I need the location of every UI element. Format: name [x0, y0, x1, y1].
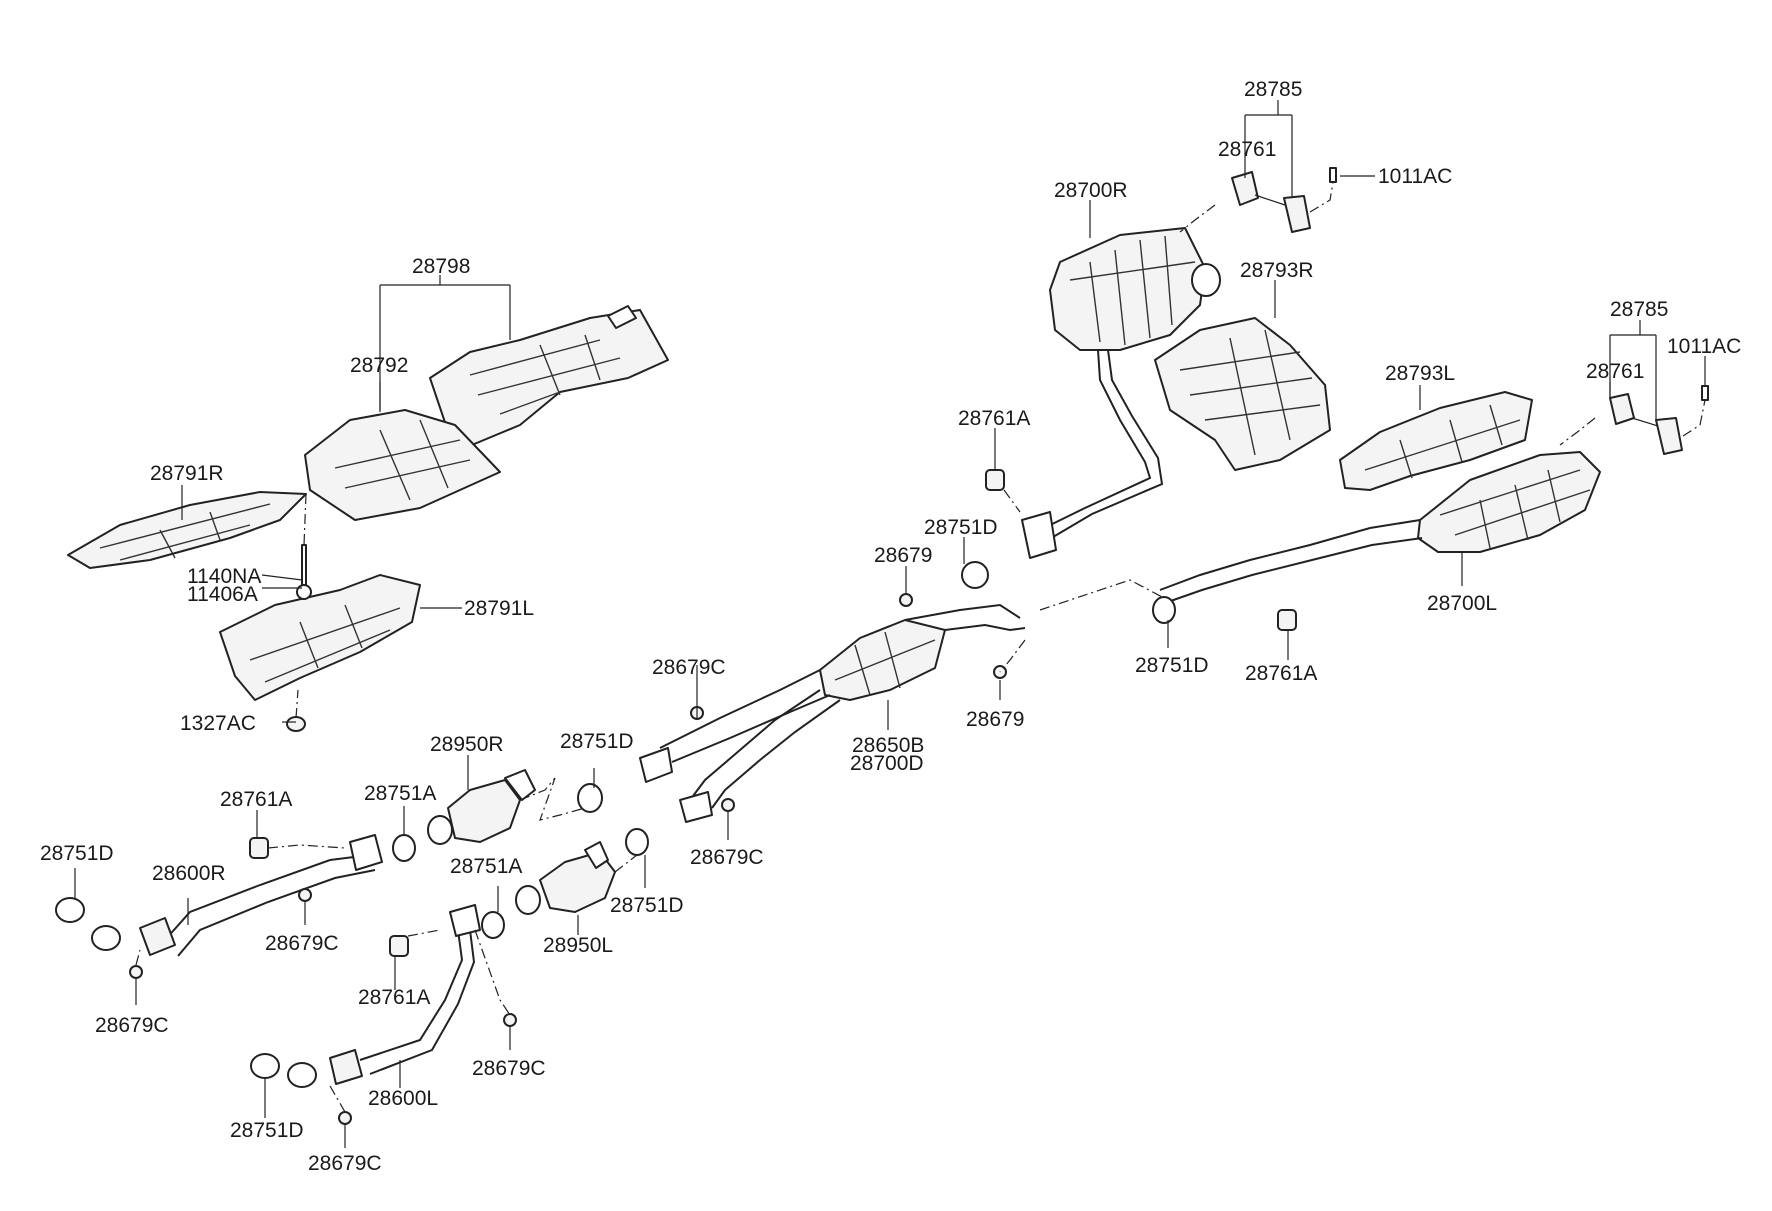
label-28793L[interactable]: 28793L [1385, 362, 1455, 385]
label-28798[interactable]: 28798 [412, 255, 470, 278]
label-28785-upper[interactable]: 28785 [1244, 78, 1302, 101]
label-28751D-front-right[interactable]: 28751D [40, 842, 114, 865]
label-28600L[interactable]: 28600L [368, 1087, 438, 1110]
label-28650B[interactable]: 28650B [852, 734, 924, 757]
label-1011AC-lower[interactable]: 1011AC [1667, 335, 1741, 358]
gasket-28751A[interactable] [481, 911, 505, 939]
label-28761-lower[interactable]: 28761 [1586, 360, 1644, 383]
label-28700R[interactable]: 28700R [1054, 179, 1128, 202]
hanger-28761A[interactable] [389, 935, 409, 957]
gasket-28751D[interactable] [961, 561, 989, 589]
heat-shield-28791L[interactable] [219, 574, 421, 701]
center-muffler-28650B[interactable] [639, 603, 1026, 823]
label-28792[interactable]: 28792 [350, 354, 408, 377]
label-28761A-front-left[interactable]: 28761A [358, 986, 430, 1009]
label-28679C-front-left-flange[interactable]: 28679C [308, 1152, 382, 1175]
label-28679C-right-pipe[interactable]: 28679C [690, 846, 764, 869]
label-28761A-front-right[interactable]: 28761A [220, 788, 292, 811]
label-28751D-rear-right[interactable]: 28751D [924, 516, 998, 539]
label-28751D-center[interactable]: 28751D [560, 730, 634, 753]
catalytic-converter-28950L[interactable] [515, 841, 616, 915]
front-pipe-28600L[interactable] [287, 904, 481, 1088]
muffler-28700R[interactable] [1021, 227, 1221, 559]
heat-shield-28793L[interactable] [1339, 391, 1533, 491]
leader-lines [74, 100, 1706, 1148]
label-28761A-rear-right[interactable]: 28761A [958, 407, 1030, 430]
alignment-lines [135, 181, 1706, 1113]
nut-28679C[interactable] [338, 1111, 352, 1125]
hanger-bracket-28785-lower[interactable] [1609, 385, 1709, 455]
hanger-28761A[interactable] [1277, 609, 1297, 631]
label-28751A-right[interactable]: 28751A [364, 782, 436, 805]
label-1011AC-upper[interactable]: 1011AC [1378, 165, 1452, 188]
label-28700D[interactable]: 28700D [850, 752, 924, 775]
nut-28679C[interactable] [503, 1013, 517, 1027]
label-28679C-front-right-pipe[interactable]: 28679C [265, 932, 339, 955]
part-labels: 28798 28792 28791R 1140NA 11406A 28791L … [40, 78, 1741, 1175]
gasket-28751D[interactable] [1152, 596, 1176, 624]
nut-28679[interactable] [899, 593, 913, 607]
nut-1327AC[interactable] [286, 716, 306, 732]
hanger-bracket-28785-upper[interactable] [1231, 167, 1337, 233]
label-28679-lower[interactable]: 28679 [966, 708, 1024, 731]
label-28679C-left-pipe[interactable]: 28679C [472, 1057, 546, 1080]
label-28679C-front-right-flange[interactable]: 28679C [95, 1014, 169, 1037]
gasket-28751D[interactable] [577, 783, 603, 813]
label-1140NA[interactable]: 1140NA [187, 565, 261, 588]
heat-shield-28793R[interactable] [1154, 317, 1331, 471]
hanger-28761A[interactable] [249, 837, 269, 859]
label-28791R[interactable]: 28791R [150, 462, 224, 485]
nut-28679C[interactable] [298, 888, 312, 902]
label-28700L[interactable]: 28700L [1427, 592, 1497, 615]
label-28761A-rear-left[interactable]: 28761A [1245, 662, 1317, 685]
label-28751D-front-left[interactable]: 28751D [230, 1119, 304, 1142]
label-28751D-left-cat[interactable]: 28751D [610, 894, 684, 917]
muffler-28700L[interactable] [1159, 451, 1601, 605]
label-28679-upper[interactable]: 28679 [874, 544, 932, 567]
nut-28679C[interactable] [721, 798, 735, 812]
label-28791L[interactable]: 28791L [464, 597, 534, 620]
label-28761-upper[interactable]: 28761 [1218, 138, 1276, 161]
bolt-1140NA[interactable] [296, 544, 312, 600]
heat-shield-28792[interactable] [304, 409, 501, 521]
label-28950R[interactable]: 28950R [430, 733, 504, 756]
gasket-28751D[interactable] [625, 828, 649, 856]
label-28751D-rear-left[interactable]: 28751D [1135, 654, 1209, 677]
front-pipe-28600R[interactable] [91, 834, 383, 957]
label-28751A-left[interactable]: 28751A [450, 855, 522, 878]
label-28600R[interactable]: 28600R [152, 862, 226, 885]
label-28679C-center[interactable]: 28679C [652, 656, 726, 679]
label-11406A[interactable]: 11406A [187, 583, 258, 606]
label-1327AC[interactable]: 1327AC [180, 712, 256, 735]
hanger-28761A[interactable] [985, 469, 1005, 491]
label-28785-lower[interactable]: 28785 [1610, 298, 1668, 321]
gasket-28751D[interactable] [55, 897, 85, 923]
gasket-28751A[interactable] [392, 834, 416, 862]
label-28950L[interactable]: 28950L [543, 934, 613, 957]
heat-shield-28798[interactable] [429, 305, 669, 453]
catalytic-converter-28950R[interactable] [427, 769, 536, 845]
label-28793R[interactable]: 28793R [1240, 259, 1314, 282]
nut-28679C[interactable] [129, 965, 143, 979]
gasket-28751D[interactable] [250, 1053, 280, 1079]
heat-shield-28791R[interactable] [67, 491, 307, 569]
